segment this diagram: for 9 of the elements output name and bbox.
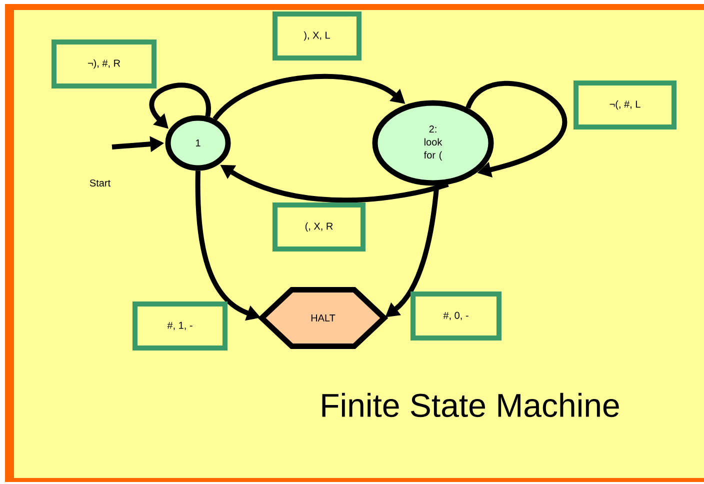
title: Finite State Machine	[322, 392, 619, 418]
arrow	[466, 81, 567, 178]
edge-label: ¬(, #, L	[574, 80, 676, 130]
start-label: Start	[90, 179, 110, 187]
edge-label: ), X, L	[272, 12, 362, 60]
edge-label: ¬), #, R	[52, 40, 156, 88]
edge-label: #, 1, -	[132, 302, 228, 350]
edge-label: #, 0, -	[410, 292, 502, 340]
edge-label: (, X, R	[272, 202, 366, 252]
